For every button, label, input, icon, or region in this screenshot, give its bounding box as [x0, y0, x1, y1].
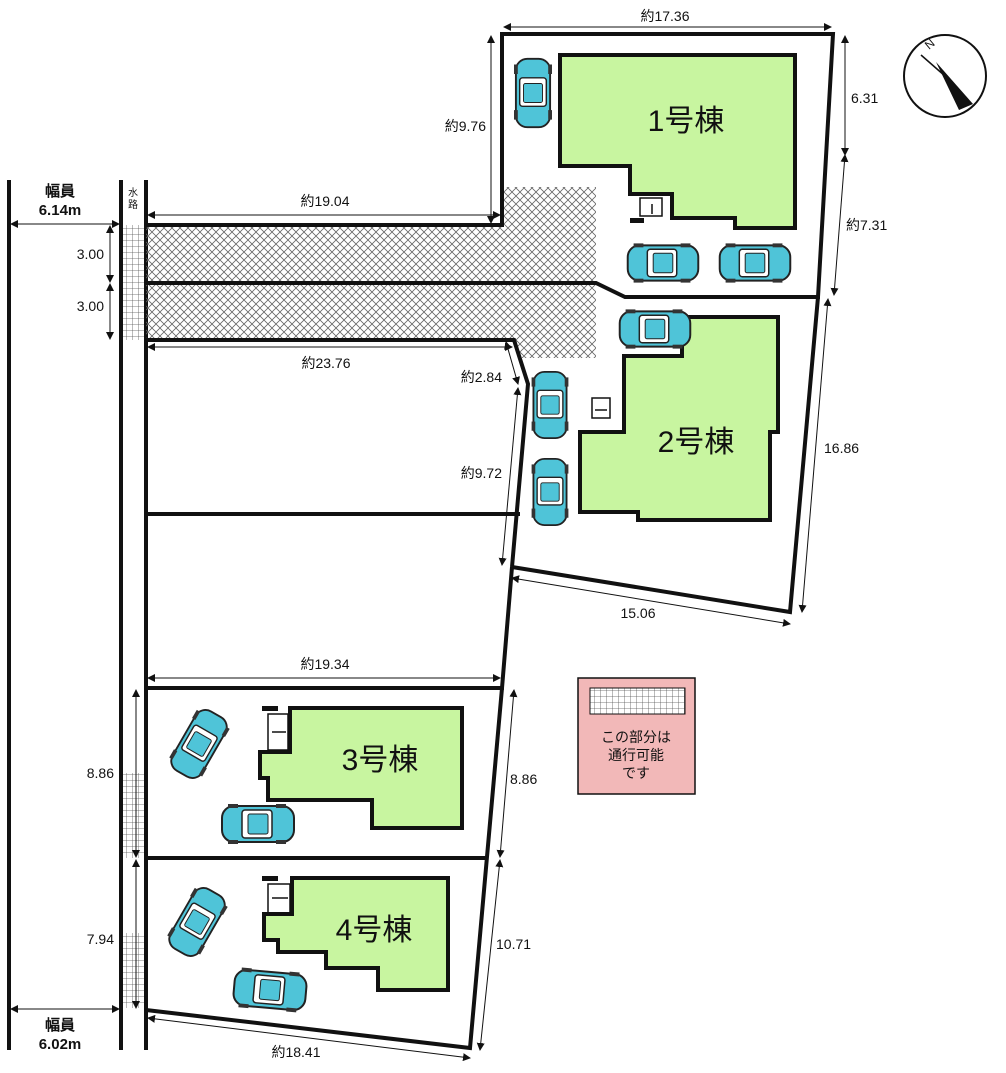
dim-label-10-71: 10.71 — [496, 936, 531, 952]
car-icon — [162, 881, 232, 963]
legend-line-3: です — [622, 765, 650, 781]
entrance-marker-4 — [267, 883, 291, 915]
car-icon — [618, 308, 692, 350]
car-icon — [530, 370, 570, 440]
dim-label-17-36: 約17.36 — [640, 8, 689, 24]
dim-label-7-31: 約7.31 — [846, 217, 887, 233]
waterway-label: 水 — [128, 187, 138, 199]
entrance-marker-2 — [591, 397, 611, 419]
dim-label-9-72: 約9.72 — [461, 465, 502, 481]
entrance-marker-1 — [639, 197, 663, 217]
building-1-label: 1号棟 — [648, 105, 725, 138]
passable-area-legend: この部分は 通行可能 です — [577, 677, 696, 795]
dim-line-7-31 — [830, 154, 849, 296]
dim-line-18-41 — [147, 1014, 471, 1062]
car-icon — [513, 57, 553, 129]
dim-label-8-86-right: 8.86 — [510, 771, 537, 787]
road-label-north: 幅員 — [45, 182, 75, 200]
dim-line-8-86-right — [496, 689, 518, 858]
waterway-crossing-3 — [123, 773, 144, 858]
car-icon — [221, 803, 295, 845]
building-3-label: 3号棟 — [342, 744, 419, 777]
north-compass-icon: N — [903, 34, 987, 118]
building-2-label: 2号棟 — [658, 426, 735, 459]
car-icon — [626, 242, 700, 284]
dim-label-18-41: 約18.41 — [271, 1044, 320, 1060]
dim-label-23-76: 約23.76 — [301, 355, 350, 371]
waterway-crossing-north — [123, 225, 144, 340]
road-width-north: 6.14m — [39, 202, 82, 219]
car-icon — [530, 457, 570, 527]
dim-label-2-84: 約2.84 — [461, 369, 502, 385]
car-icon — [718, 242, 792, 284]
building-1-footprint — [558, 53, 797, 230]
dim-label-16-86: 16.86 — [824, 440, 859, 456]
dim-line-10-71 — [476, 859, 504, 1051]
entrance-bar-4 — [262, 876, 278, 881]
access-road-hatched — [146, 187, 596, 358]
building-2-footprint — [578, 315, 780, 522]
dim-label-15-06: 15.06 — [620, 605, 655, 621]
dim-label-9-76: 約9.76 — [445, 118, 486, 134]
dim-label-19-34: 約19.34 — [300, 656, 349, 672]
building-3-footprint — [258, 706, 464, 830]
building-4-label: 4号棟 — [336, 914, 413, 947]
dim-label-6-31: 6.31 — [851, 90, 878, 106]
dim-line-16-86 — [798, 298, 832, 613]
dim-label-7-94: 7.94 — [87, 931, 114, 947]
legend-line-2: 通行可能 — [608, 747, 664, 763]
waterway-crossing-4 — [123, 933, 144, 1008]
dim-line-15-06 — [511, 575, 791, 627]
dim-line-2-84 — [504, 341, 520, 385]
road-width-south: 6.02m — [39, 1036, 82, 1053]
dim-label-8-86-left: 8.86 — [87, 765, 114, 781]
dim-label-19-04: 約19.04 — [300, 193, 349, 209]
entrance-bar-1 — [630, 218, 644, 223]
building-4-footprint — [262, 876, 450, 992]
dim-label-3-00a: 3.00 — [77, 246, 104, 262]
entrance-marker-3 — [267, 713, 289, 751]
waterway-label-2: 路 — [128, 198, 138, 211]
legend-line-1: この部分は — [601, 729, 671, 745]
access-road-north-edge — [146, 32, 836, 299]
dim-label-3-00b: 3.00 — [77, 298, 104, 314]
dim-line-9-72 — [498, 387, 522, 566]
road-label-south: 幅員 — [45, 1016, 75, 1034]
entrance-bar-3 — [262, 706, 278, 711]
car-icon — [164, 703, 234, 785]
car-icon — [231, 965, 309, 1015]
